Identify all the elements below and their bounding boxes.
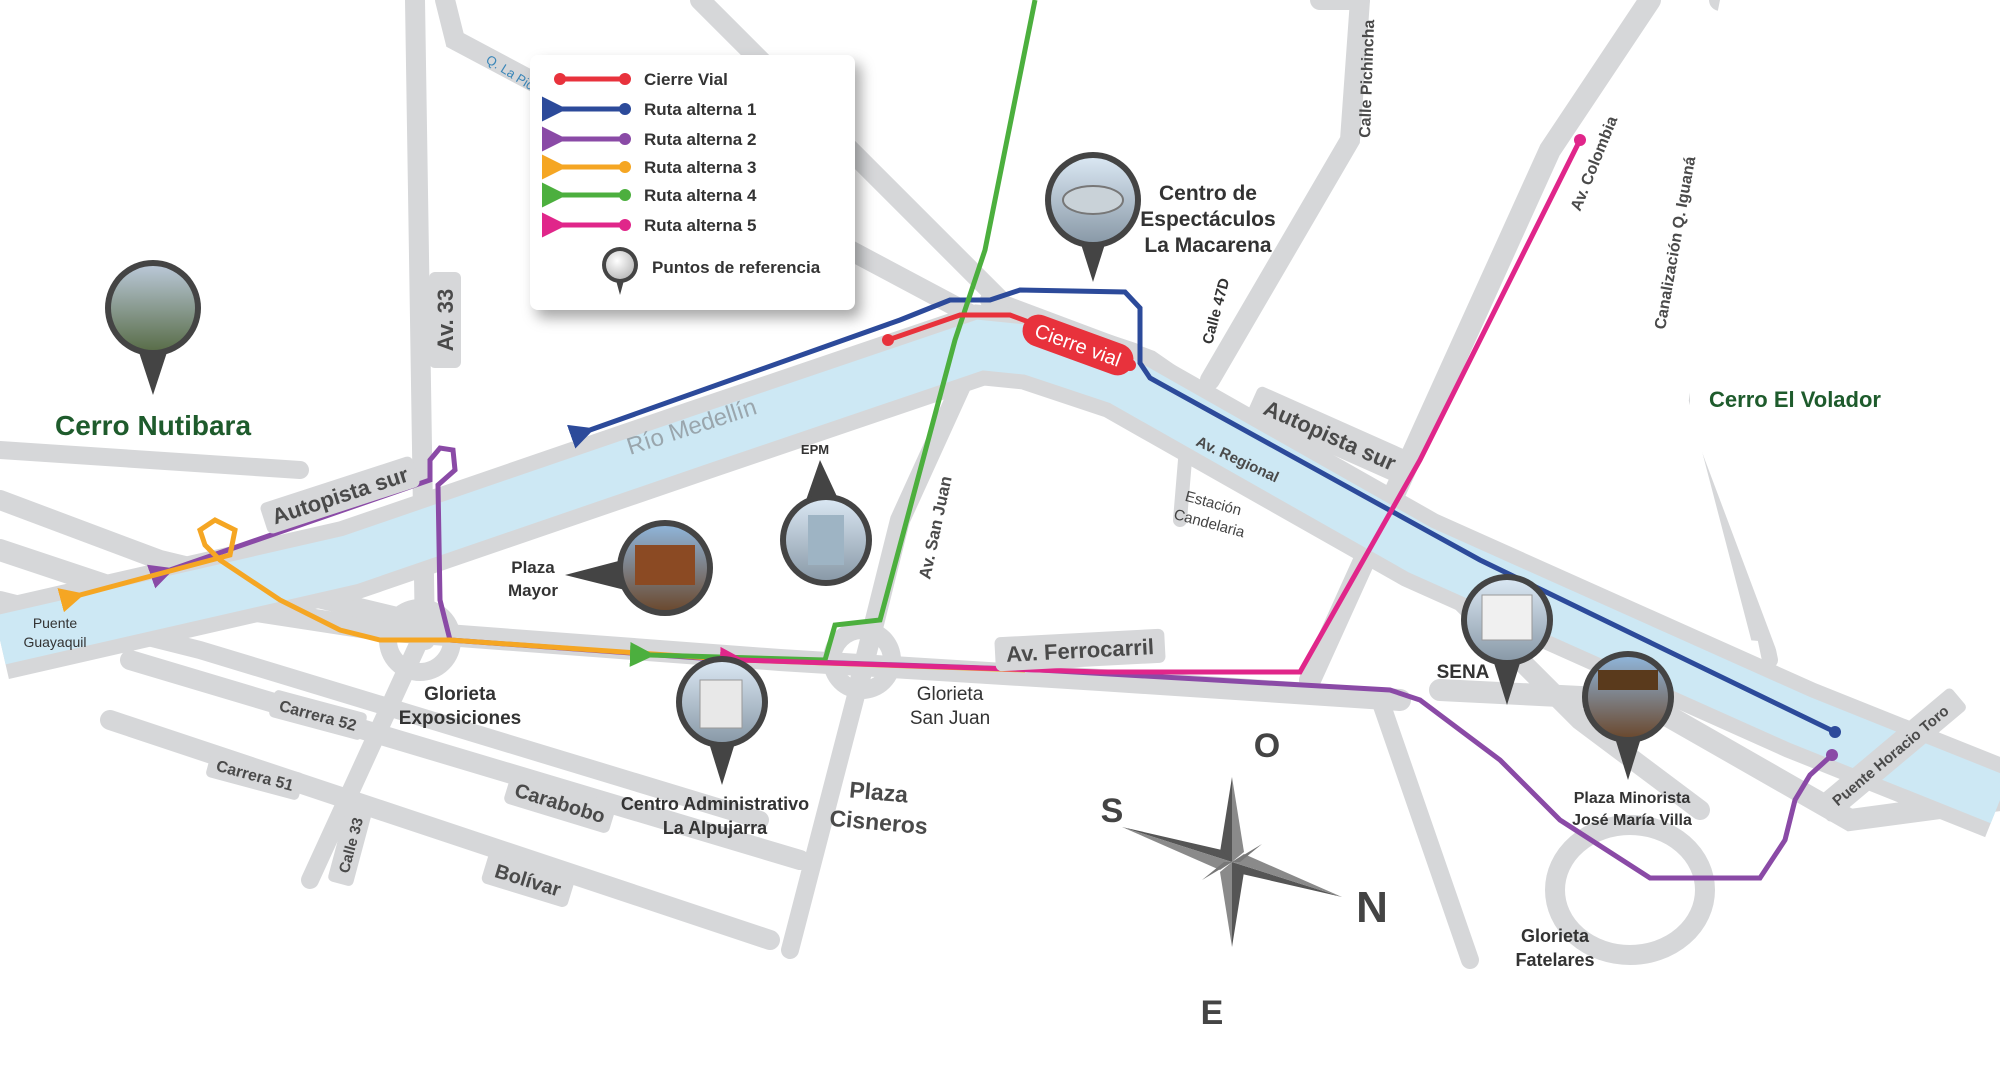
route-3-orange bbox=[57, 517, 1026, 673]
river-medellin bbox=[0, 304, 2000, 838]
label-plaza-cisneros-1: Plaza bbox=[848, 777, 909, 808]
cerro-volador-area bbox=[1650, 0, 2000, 680]
glorieta-exposiciones-2: Exposiciones bbox=[399, 708, 522, 729]
compass-n: N bbox=[1356, 883, 1388, 932]
legend-item-ruta-5: Ruta alterna 5 bbox=[542, 212, 756, 238]
glorieta-fatelares-2: Fatelares bbox=[1515, 950, 1594, 970]
legend-item-ruta-1: Ruta alterna 1 bbox=[542, 96, 756, 122]
label-alpujarra-2: La Alpujarra bbox=[663, 818, 768, 838]
pin-plaza-mayor-icon bbox=[565, 520, 713, 616]
legend-item-ruta-2: Ruta alterna 2 bbox=[542, 126, 756, 152]
label-macarena-3: La Macarena bbox=[1144, 234, 1272, 257]
legend-reference-label: Puntos de referencia bbox=[652, 258, 821, 277]
route-1-blue bbox=[566, 287, 1841, 738]
route-4-green bbox=[629, 0, 1038, 667]
legend-svg: Cierre Vial Ruta alterna 1 Ruta alterna … bbox=[542, 70, 821, 295]
route-5-pink bbox=[719, 134, 1586, 675]
street-labels: Av. 33 Autopista sur Autopista sur Río M… bbox=[23, 19, 1966, 907]
label-cerro-nutibara: Cerro Nutibara bbox=[55, 410, 251, 441]
label-plaza-minorista-1: Plaza Minorista bbox=[1574, 790, 1691, 807]
glorieta-fatelares-1: Glorieta bbox=[1521, 926, 1590, 946]
legend-item-cierre: Cierre Vial bbox=[554, 70, 728, 89]
label-plaza-cisneros-2: Cisneros bbox=[829, 805, 929, 839]
pin-epm-icon bbox=[780, 460, 872, 586]
pin-cerro-nutibara-icon bbox=[105, 260, 201, 395]
label-calle-pichincha: Calle Pichincha bbox=[1357, 19, 1378, 138]
pin-sena-icon bbox=[1461, 574, 1553, 705]
label-macarena-2: Espectáculos bbox=[1140, 208, 1275, 231]
label-plaza-minorista-2: José María Villa bbox=[1572, 812, 1692, 829]
reference-pins bbox=[105, 152, 1674, 785]
legend-item-reference: Puntos de referencia bbox=[602, 247, 821, 295]
compass-e: E bbox=[1201, 994, 1224, 1032]
pin-alpujarra-icon bbox=[676, 656, 768, 785]
label-puente-guayaquil-1: Puente bbox=[33, 615, 78, 631]
legend-item-ruta-4: Ruta alterna 4 bbox=[542, 182, 757, 208]
legend-label: Ruta alterna 2 bbox=[644, 130, 756, 149]
place-labels: Cerro Nutibara Cerro El Volador Centro d… bbox=[55, 182, 1881, 839]
roundabout-labels: Glorieta Exposiciones Glorieta San Juan … bbox=[399, 684, 1595, 970]
legend-panel: Cierre Vial Ruta alterna 1 Ruta alterna … bbox=[530, 55, 855, 310]
label-puente-guayaquil-2: Guayaquil bbox=[23, 634, 86, 650]
glorieta-san-juan-2: San Juan bbox=[910, 708, 990, 729]
label-alpujarra-1: Centro Administrativo bbox=[621, 794, 809, 814]
legend-label: Ruta alterna 5 bbox=[644, 216, 756, 235]
legend-item-ruta-3: Ruta alterna 3 bbox=[542, 154, 756, 180]
label-epm: EPM bbox=[801, 442, 829, 457]
legend-label: Ruta alterna 3 bbox=[644, 158, 756, 177]
compass-rose-icon: O S N E bbox=[1101, 727, 1388, 1032]
label-sena: SENA bbox=[1437, 662, 1490, 683]
label-macarena-1: Centro de bbox=[1159, 182, 1257, 205]
label-av33: Av. 33 bbox=[433, 289, 458, 351]
compass-o: O bbox=[1254, 727, 1280, 765]
label-plaza-mayor-1: Plaza bbox=[511, 558, 555, 577]
label-cerro-volador: Cerro El Volador bbox=[1709, 387, 1881, 412]
glorieta-san-juan-1: Glorieta bbox=[917, 684, 984, 705]
pin-macarena-icon bbox=[1045, 152, 1141, 282]
glorieta-exposiciones-1: Glorieta bbox=[424, 684, 496, 705]
label-plaza-mayor-2: Mayor bbox=[508, 581, 558, 600]
compass-s: S bbox=[1101, 792, 1124, 830]
legend-label: Cierre Vial bbox=[644, 70, 728, 89]
legend-label: Ruta alterna 4 bbox=[644, 186, 757, 205]
legend-label: Ruta alterna 1 bbox=[644, 100, 756, 119]
pin-plaza-minorista-icon bbox=[1582, 651, 1674, 780]
